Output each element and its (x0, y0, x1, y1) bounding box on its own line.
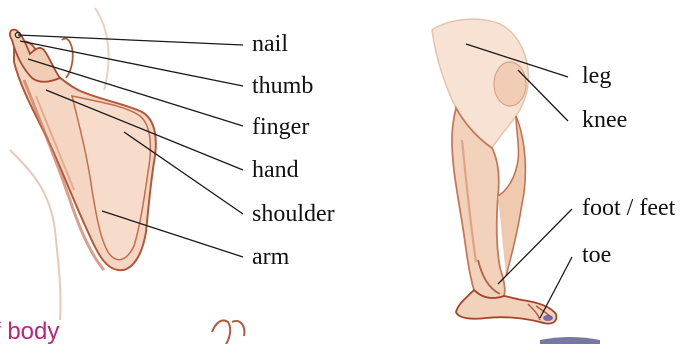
shoulder-contour (10, 150, 61, 320)
section-title: f body (0, 320, 59, 344)
pointer-toe (540, 257, 572, 318)
toenail-mark (543, 315, 553, 321)
pointer-nail (18, 35, 243, 45)
label-thumb: thumb (252, 74, 313, 98)
foot-shape (456, 290, 556, 324)
label-hand: hand (252, 158, 299, 182)
arm-illustration (10, 8, 156, 320)
label-arm: arm (252, 245, 289, 269)
label-foot-feet: foot / feet (582, 196, 675, 220)
shoulder-contour-top (95, 8, 109, 90)
label-nail: nail (252, 32, 288, 56)
label-leg: leg (582, 64, 611, 88)
next-figure-fragment (212, 320, 244, 344)
knee-shape (494, 62, 526, 106)
label-shoulder: shoulder (252, 202, 335, 226)
label-finger: finger (252, 115, 309, 139)
bottom-shadow (540, 337, 600, 344)
label-toe: toe (582, 243, 611, 267)
leg-illustration (432, 19, 556, 323)
calf-shape (498, 116, 525, 276)
label-knee: knee (582, 108, 627, 132)
